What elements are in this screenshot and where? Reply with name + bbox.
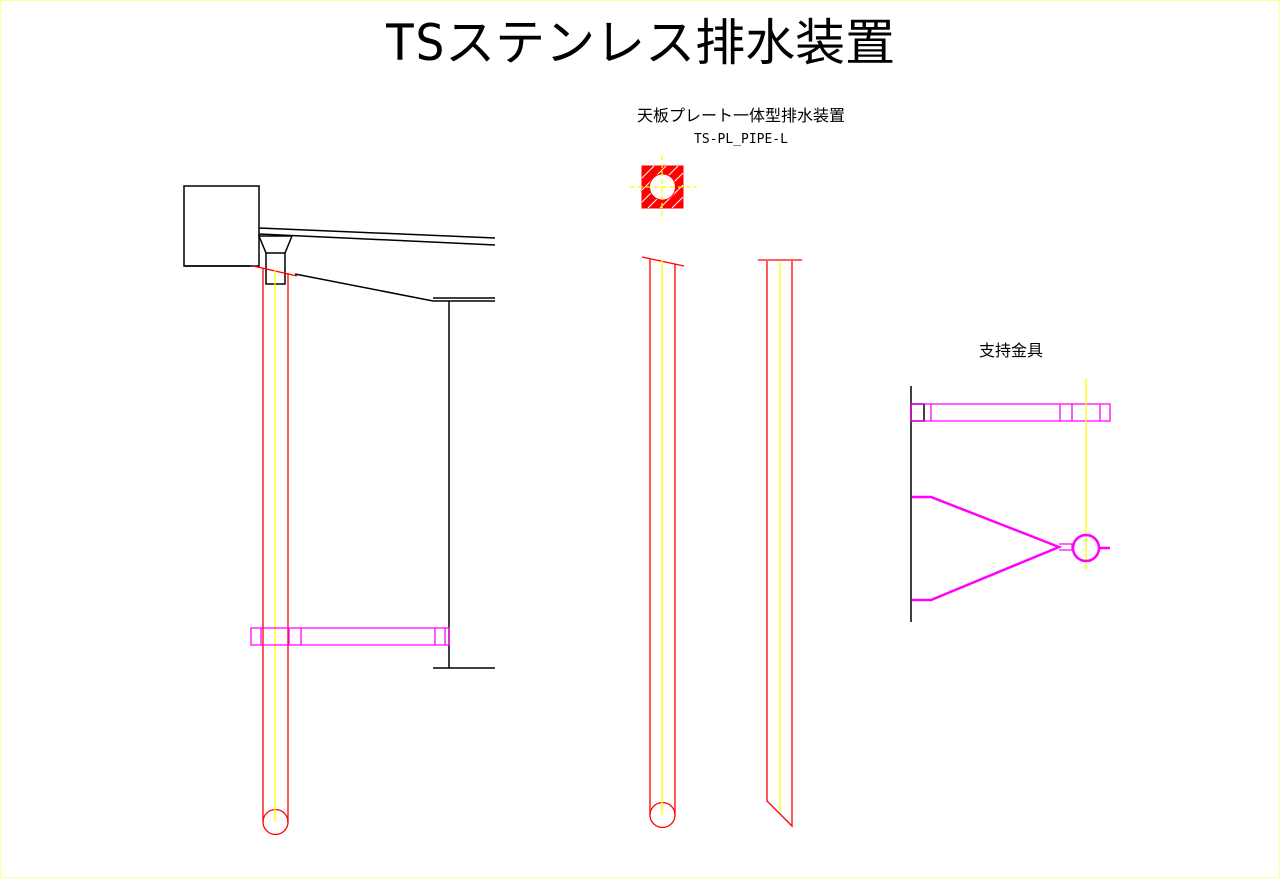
section-view [183, 185, 496, 836]
plate-plan [630, 155, 697, 220]
bracket-label: 支持金具 [979, 341, 1043, 360]
product-code: TS-PL_PIPE-L [694, 132, 788, 147]
bracket-detail [910, 378, 1111, 622]
product-name: 天板プレート一体型排水装置 [637, 106, 845, 125]
gutter-structure [183, 185, 496, 267]
pipe-elevation-1 [641, 256, 685, 829]
slab-underside [184, 265, 495, 302]
steel-column [433, 301, 495, 669]
support-bracket-side [250, 627, 450, 646]
drawing-title: TSステンレス排水装置 [385, 14, 895, 72]
drain-pipe [262, 268, 289, 822]
pipe-elevation-2 [758, 259, 802, 828]
